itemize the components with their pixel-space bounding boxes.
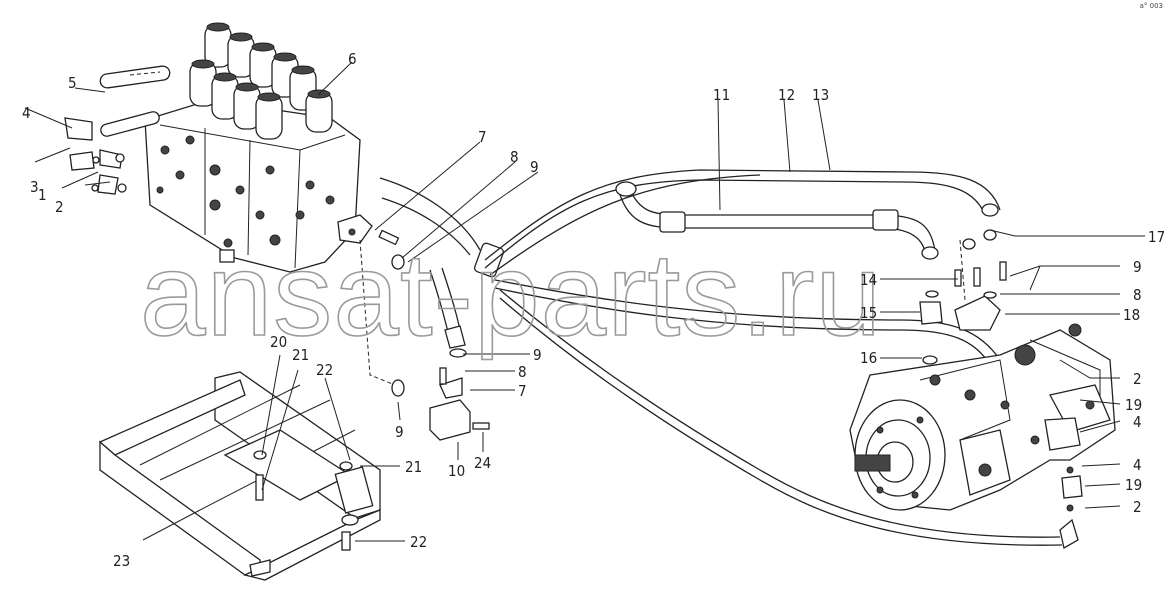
label-part-15: 15 — [860, 304, 877, 322]
dashed-leaders — [129, 71, 966, 386]
watermark-text: ansat-parts.ru — [140, 229, 882, 361]
label-part-21-top: 21 — [292, 346, 309, 364]
label-part-16: 16 — [860, 349, 877, 367]
label-part-9-top: 9 — [530, 158, 539, 176]
label-part-2-left: 2 — [55, 198, 64, 216]
label-part-19-lower: 19 — [1125, 476, 1142, 494]
label-part-10: 10 — [448, 462, 465, 480]
label-part-7-mid: 7 — [518, 382, 527, 400]
label-part-7-top: 7 — [478, 128, 487, 146]
label-part-8-right: 8 — [1133, 286, 1142, 304]
label-part-24: 24 — [474, 454, 491, 472]
label-part-2-lower: 2 — [1133, 498, 1142, 516]
leader-lines — [24, 61, 1145, 542]
label-part-4-lower: 4 — [1133, 456, 1142, 474]
label-part-18: 18 — [1123, 306, 1140, 324]
label-part-3: 3 — [30, 178, 39, 196]
label-part-17: 17 — [1148, 228, 1165, 246]
label-part-13: 13 — [812, 86, 829, 104]
label-part-12: 12 — [778, 86, 795, 104]
control-valve-assembly — [64, 22, 405, 273]
label-part-9-bottom: 9 — [395, 423, 404, 441]
label-part-14: 14 — [860, 271, 877, 289]
label-part-9-mid: 9 — [533, 346, 542, 364]
label-part-2-upper: 2 — [1133, 370, 1142, 388]
pump-assembly — [849, 323, 1116, 511]
corner-mark: a° 003 — [1139, 2, 1163, 10]
label-part-8-top: 8 — [510, 148, 519, 166]
small-fittings — [391, 261, 1083, 512]
label-part-1: 1 — [38, 186, 47, 204]
label-part-22-bottom: 22 — [410, 533, 427, 551]
label-part-20: 20 — [270, 333, 287, 351]
label-part-4-upper: 4 — [1133, 413, 1142, 431]
label-part-5: 5 — [68, 74, 77, 92]
label-part-23: 23 — [113, 552, 130, 570]
label-part-4-left: 4 — [22, 104, 31, 122]
label-part-22-top: 22 — [316, 361, 333, 379]
label-part-8-mid: 8 — [518, 363, 527, 381]
label-part-19-upper: 19 — [1125, 396, 1142, 414]
label-part-9-right: 9 — [1133, 258, 1142, 276]
label-part-21-right: 21 — [405, 458, 422, 476]
mounting-frame — [98, 371, 381, 581]
label-part-11: 11 — [713, 86, 730, 104]
label-part-6: 6 — [348, 50, 357, 68]
part-labels: 1 2 3 4 5 6 7 8 9 11 12 13 17 9 8 18 14 … — [22, 50, 1165, 570]
